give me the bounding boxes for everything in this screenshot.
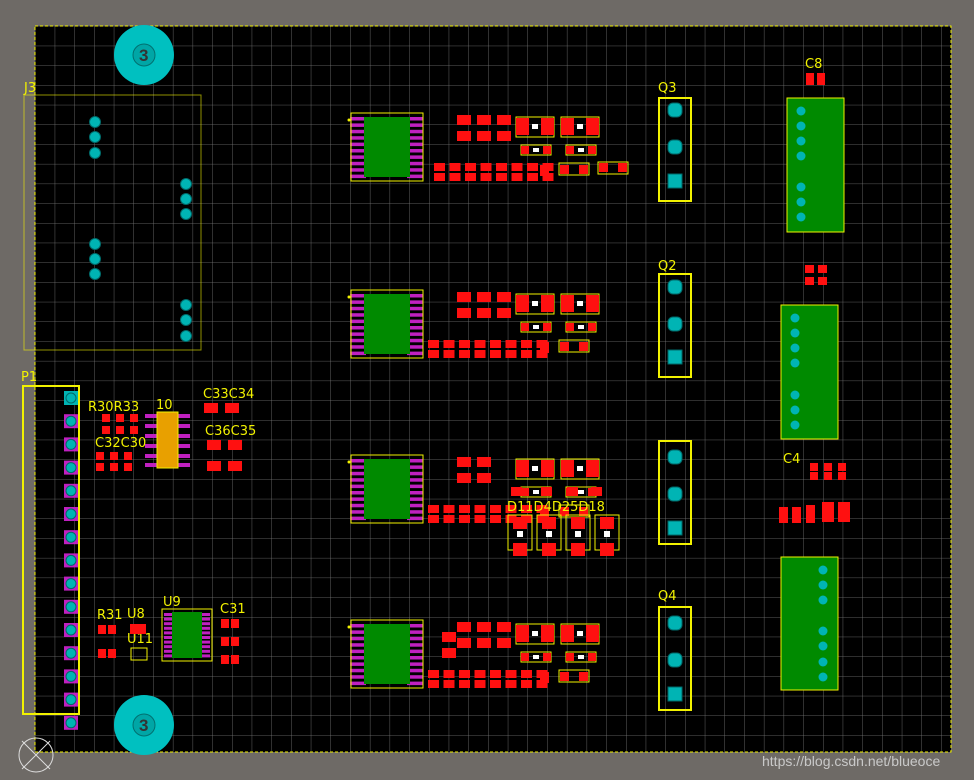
designator-p1: P1 <box>21 370 37 385</box>
designator-c4: C4 <box>783 452 800 467</box>
transistor-q3[interactable]: Q3 <box>658 81 692 202</box>
mounting-hole-top[interactable]: 3 <box>114 25 174 85</box>
designator-d-cluster: D11D4D25D18 <box>507 500 605 515</box>
designator-u8: U8 <box>127 607 145 622</box>
connector-j3[interactable]: J3 <box>23 81 202 351</box>
ic-u9[interactable] <box>161 608 213 662</box>
component-cluster-bottom-left[interactable]: R31 U8 U11 U9 C31 <box>97 595 246 664</box>
designator-q2: Q2 <box>658 259 677 274</box>
origin-marker-icon <box>18 737 54 773</box>
terminal-block-1[interactable]: C8 <box>786 57 845 233</box>
designator-c8: C8 <box>805 57 822 72</box>
designator-q4: Q4 <box>658 589 677 604</box>
designator-u11: U11 <box>127 632 153 647</box>
driver-channel[interactable] <box>347 454 600 524</box>
driver-channel[interactable] <box>347 289 600 359</box>
diode-row[interactable] <box>507 487 620 556</box>
designator-c36-c35: C36C35 <box>205 424 256 439</box>
board-outline <box>34 25 952 753</box>
mounting-hole-bottom-label: 3 <box>139 716 148 735</box>
transistor-q4[interactable]: Q4 <box>658 589 692 711</box>
terminal-block-3[interactable]: C4 <box>779 452 850 691</box>
mounting-hole-bottom[interactable]: 3 <box>114 695 174 755</box>
driver-channel[interactable] <box>347 112 629 182</box>
designator-u9: U9 <box>163 595 181 610</box>
p1-pins <box>64 391 78 730</box>
designator-j3: J3 <box>23 81 36 96</box>
driver-channel[interactable] <box>347 619 600 689</box>
terminal-block-2[interactable] <box>780 265 839 440</box>
transistor-q1[interactable] <box>658 440 692 545</box>
j3-pins <box>89 116 192 342</box>
designator-c33-c34: C33C34 <box>203 387 254 402</box>
designator-r-cluster: R30R33 <box>88 400 139 415</box>
component-cluster-left[interactable]: R30R33 10 C32C30 C33C34 C36C35 <box>88 387 256 471</box>
ic-u10[interactable] <box>145 411 190 469</box>
designator-c-cluster: C32C30 <box>95 436 146 451</box>
designator-q3: Q3 <box>658 81 677 96</box>
designator-u10: 10 <box>156 398 173 413</box>
connector-p1[interactable]: P1 <box>21 370 80 730</box>
mounting-hole-top-label: 3 <box>139 46 148 65</box>
watermark-text: https://blog.csdn.net/blueoce <box>762 753 940 769</box>
transistor-q2[interactable]: Q2 <box>658 259 692 378</box>
designator-c31: C31 <box>220 602 246 617</box>
designator-r31: R31 <box>97 608 123 623</box>
